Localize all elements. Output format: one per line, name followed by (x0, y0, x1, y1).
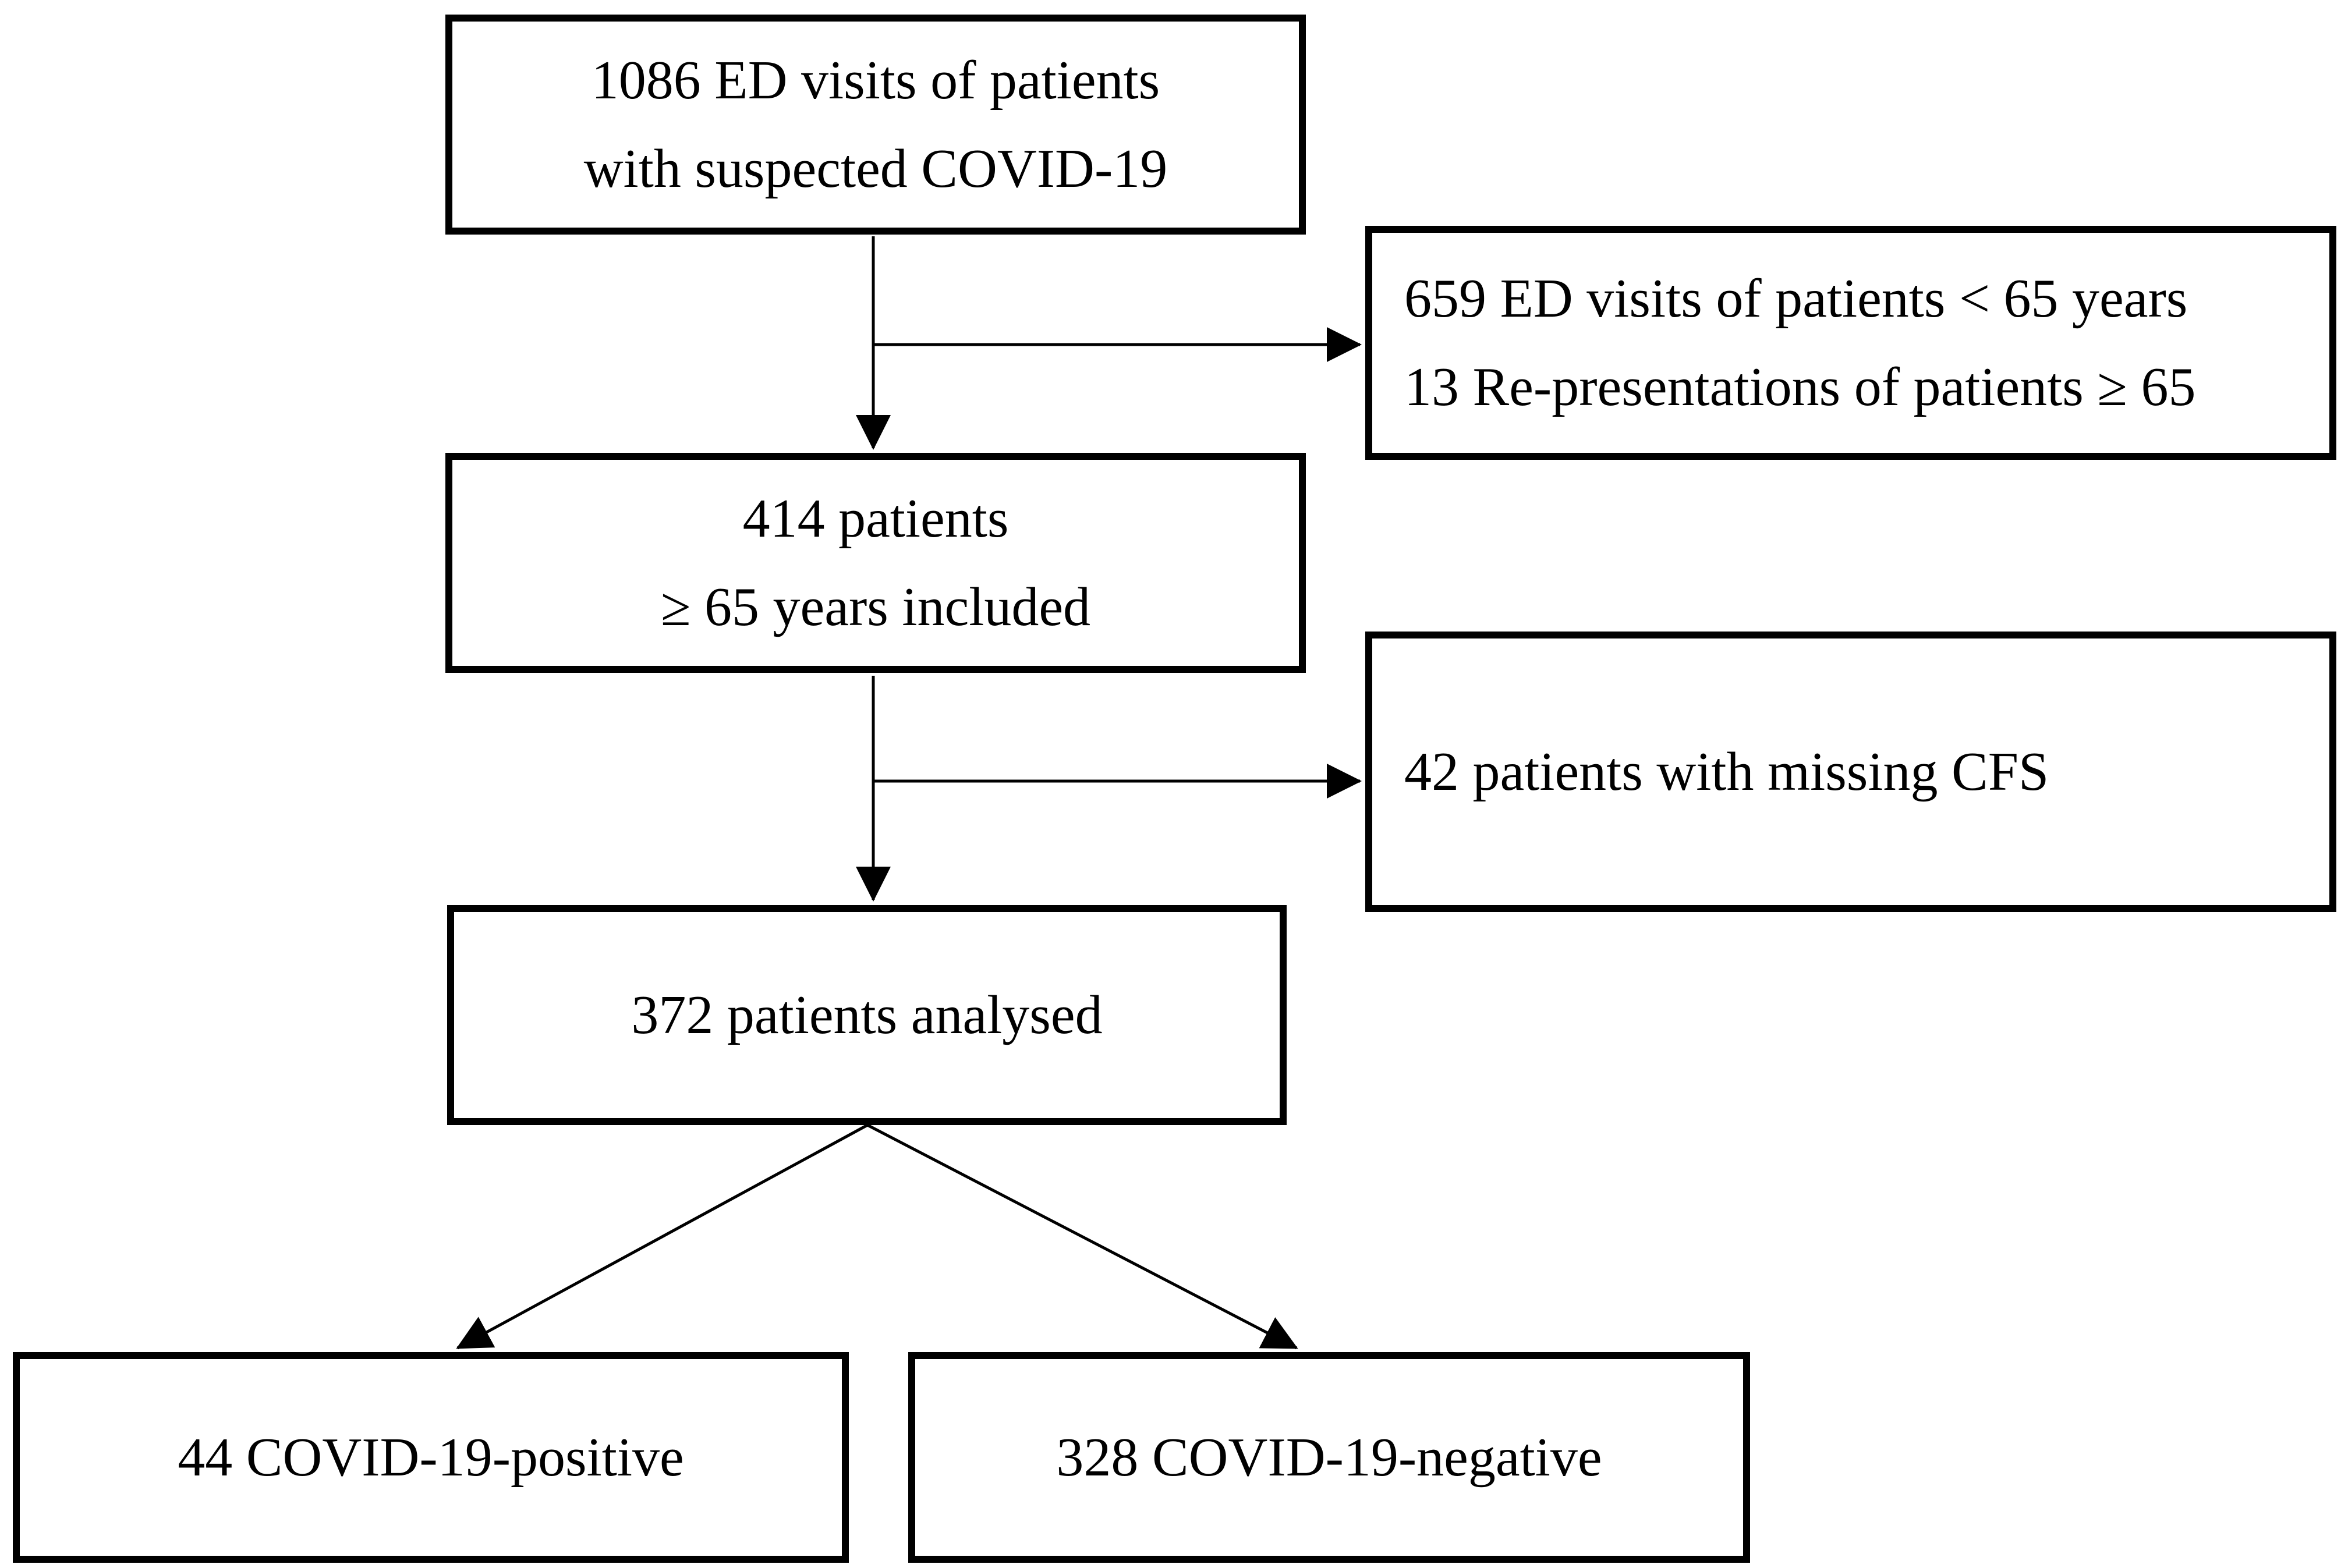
node-line: ≥ 65 years included (660, 577, 1091, 637)
node-line: 1086 ED visits of patients (591, 50, 1160, 111)
node-excluded-under-65: 659 ED visits of patients < 65 years 13 … (1365, 226, 2336, 460)
node-line: 44 COVID-19-positive (178, 1427, 684, 1488)
node-ed-visits-suspected: 1086 ED visits of patients with suspecte… (445, 15, 1306, 235)
node-covid-negative: 328 COVID-19-negative (908, 1352, 1750, 1563)
node-line: 372 patients analysed (631, 985, 1103, 1045)
arrow-analysed-to-negative (866, 1123, 1298, 1350)
node-line: 13 Re-presentations of patients ≥ 65 (1404, 357, 2196, 417)
node-line: 328 COVID-19-negative (1056, 1427, 1602, 1488)
node-line: 42 patients with missing CFS (1404, 742, 2049, 802)
node-line: 414 patients (742, 488, 1009, 549)
node-covid-positive: 44 COVID-19-positive (13, 1352, 849, 1563)
arrow-analysed-to-positive (456, 1123, 869, 1350)
node-missing-cfs: 42 patients with missing CFS (1365, 632, 2336, 912)
node-included-65plus: 414 patients ≥ 65 years included (445, 453, 1306, 673)
node-line: 659 ED visits of patients < 65 years (1404, 268, 2188, 329)
node-line: with suspected COVID-19 (583, 139, 1168, 199)
node-analysed: 372 patients analysed (447, 905, 1287, 1125)
